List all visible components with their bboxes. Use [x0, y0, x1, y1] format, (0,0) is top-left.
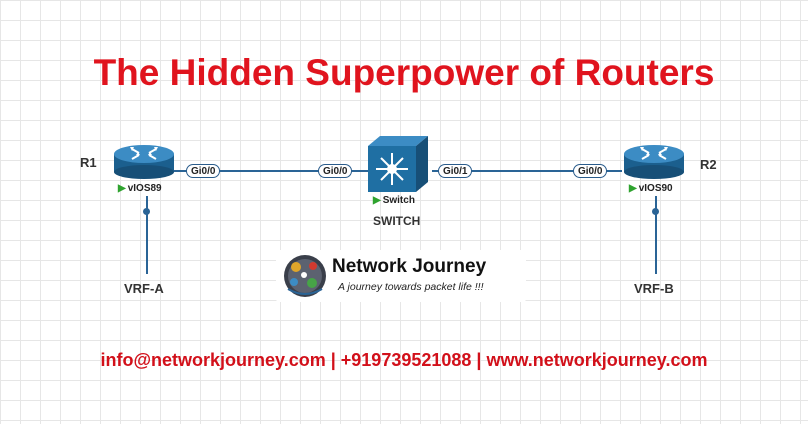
play-icon: ▶ — [118, 183, 126, 194]
link-r1-vrf — [146, 196, 148, 274]
r1-model: ▶vIOS89 — [118, 183, 162, 194]
logo-tagline: A journey towards packet life !!! — [338, 281, 484, 293]
logo-name: Network Journey — [332, 256, 487, 277]
globe-icon — [284, 255, 326, 297]
link-switch-r2 — [432, 170, 622, 172]
link-r1-switch — [172, 170, 368, 172]
router-r2-icon[interactable] — [622, 140, 686, 185]
play-icon: ▶ — [629, 183, 637, 194]
r1-name: R1 — [80, 155, 97, 170]
page-title: The Hidden Superpower of Routers — [93, 52, 715, 93]
play-icon: ▶ — [373, 195, 381, 206]
contact-footer: info@networkjourney.com | +919739521088 … — [100, 350, 708, 370]
switch-name: SWITCH — [373, 214, 421, 228]
r2-model: ▶vIOS90 — [629, 183, 673, 194]
r2-name: R2 — [700, 157, 717, 172]
router-r1-icon[interactable] — [112, 140, 176, 185]
network-journey-logo: Network Journey A journey towards packet… — [276, 250, 526, 302]
link-r2-vrf — [655, 196, 657, 274]
r1-vrf-label: VRF-A — [124, 281, 164, 296]
r2-port-label: Gi0/0 — [573, 164, 608, 178]
r2-vrf-endpoint — [652, 208, 659, 215]
switch-right-port-label: Gi0/1 — [438, 164, 473, 178]
r2-model-text: vIOS90 — [638, 183, 673, 194]
r1-port-label: Gi0/0 — [186, 164, 221, 178]
r1-vrf-endpoint — [143, 208, 150, 215]
r1-model-text: vIOS89 — [127, 183, 162, 194]
switch-model: ▶Switch — [373, 195, 415, 206]
switch-model-text: Switch — [382, 195, 415, 206]
switch-left-port-label: Gi0/0 — [318, 164, 353, 178]
switch-icon[interactable] — [366, 134, 430, 199]
r2-vrf-label: VRF-B — [634, 281, 674, 296]
